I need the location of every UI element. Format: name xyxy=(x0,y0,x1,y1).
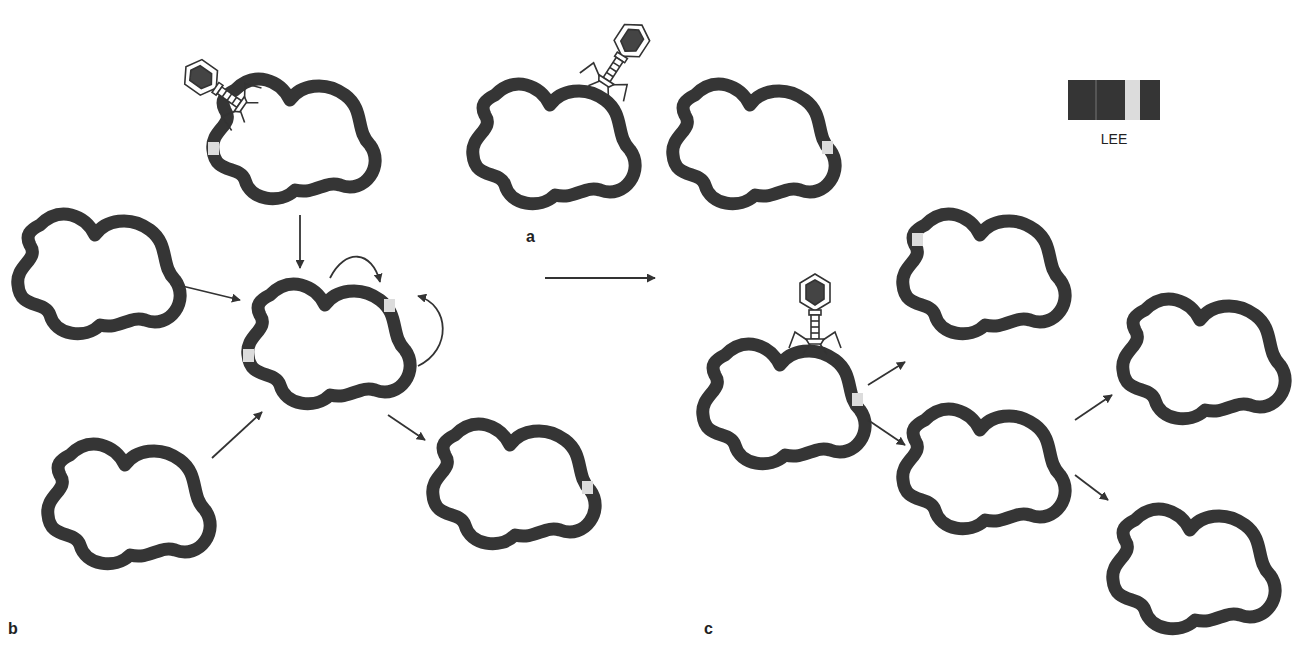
panel-letter: a xyxy=(526,228,535,246)
legend-label: LEE xyxy=(1101,132,1127,147)
panel-letter: c xyxy=(704,620,713,638)
panel-letter: b xyxy=(8,620,18,638)
legend-sample xyxy=(1068,80,1160,120)
